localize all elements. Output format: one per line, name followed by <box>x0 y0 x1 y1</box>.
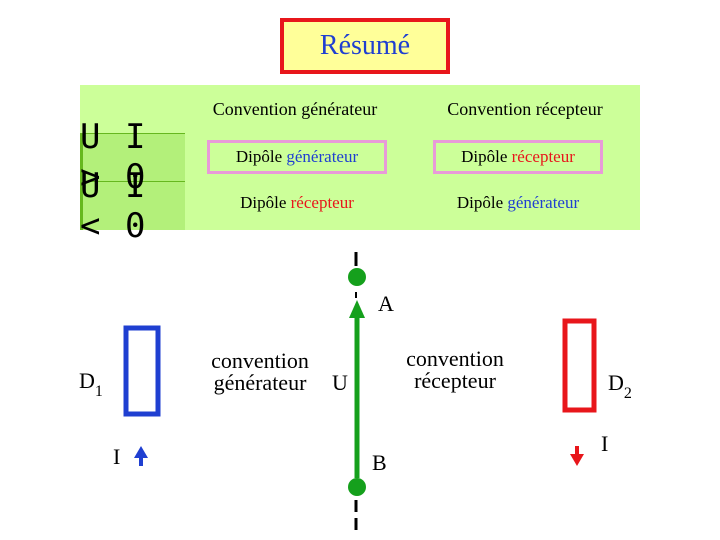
label-d1-sub: 1 <box>94 383 103 400</box>
table-row-divider <box>80 181 185 182</box>
cell-prefix: Dipôle <box>461 147 508 166</box>
label-convention-recepteur: convention récepteur <box>392 348 518 392</box>
cell-kind-generateur: générateur <box>507 193 580 212</box>
cell-prefix: Dipôle <box>235 147 283 166</box>
label-node-b: B <box>372 450 387 475</box>
cell-dipole-generateur: Dipôle générateur <box>433 186 603 220</box>
current-arrow-right-head <box>570 454 584 466</box>
node-a-dot <box>348 268 366 286</box>
cell-kind-recepteur: récepteur <box>290 193 354 212</box>
summary-table: Convention générateur Convention récepte… <box>80 85 640 246</box>
cell-dipole-recepteur: Dipôle récepteur <box>433 140 603 174</box>
table-body-band <box>185 133 640 230</box>
table-row-divider <box>80 133 185 134</box>
label-voltage-u: U <box>332 370 348 395</box>
label-d1: D1 <box>79 368 103 400</box>
page-title: Résumé <box>319 30 411 61</box>
cell-kind-recepteur: récepteur <box>511 147 575 166</box>
label-convention-generateur: convention générateur <box>195 350 325 394</box>
cell-prefix: Dipôle <box>456 193 504 212</box>
table-header-band <box>185 85 640 133</box>
table-corner <box>80 85 185 133</box>
conv-rec-line1: convention <box>406 346 504 371</box>
label-current-left: I <box>113 444 121 469</box>
label-d2: D2 <box>608 370 632 402</box>
label-node-a: A <box>378 291 394 316</box>
cell-kind-generateur: générateur <box>286 147 359 166</box>
cell-dipole-generateur: Dipôle générateur <box>207 140 387 174</box>
header-convention-recepteur: Convention récepteur <box>447 98 603 119</box>
dipole-d2 <box>562 318 597 413</box>
label-current-right: I <box>601 431 609 456</box>
title-box: Résumé <box>280 18 450 74</box>
node-b-dot <box>348 478 366 496</box>
cell-prefix: Dipôle <box>240 193 287 212</box>
label-d2-sub: 2 <box>623 385 632 402</box>
label-d2-letter: D <box>608 370 624 395</box>
dipole-d1 <box>123 325 161 417</box>
conv-gen-line2: générateur <box>213 370 307 395</box>
conv-gen-line1: convention <box>211 348 309 373</box>
cell-dipole-recepteur: Dipôle récepteur <box>207 186 387 220</box>
current-arrow-left-head <box>134 446 148 458</box>
conv-rec-line2: récepteur <box>414 368 496 393</box>
voltage-arrow-head <box>349 300 365 318</box>
label-d1-letter: D <box>79 368 95 393</box>
header-convention-generateur: Convention générateur <box>212 98 378 119</box>
